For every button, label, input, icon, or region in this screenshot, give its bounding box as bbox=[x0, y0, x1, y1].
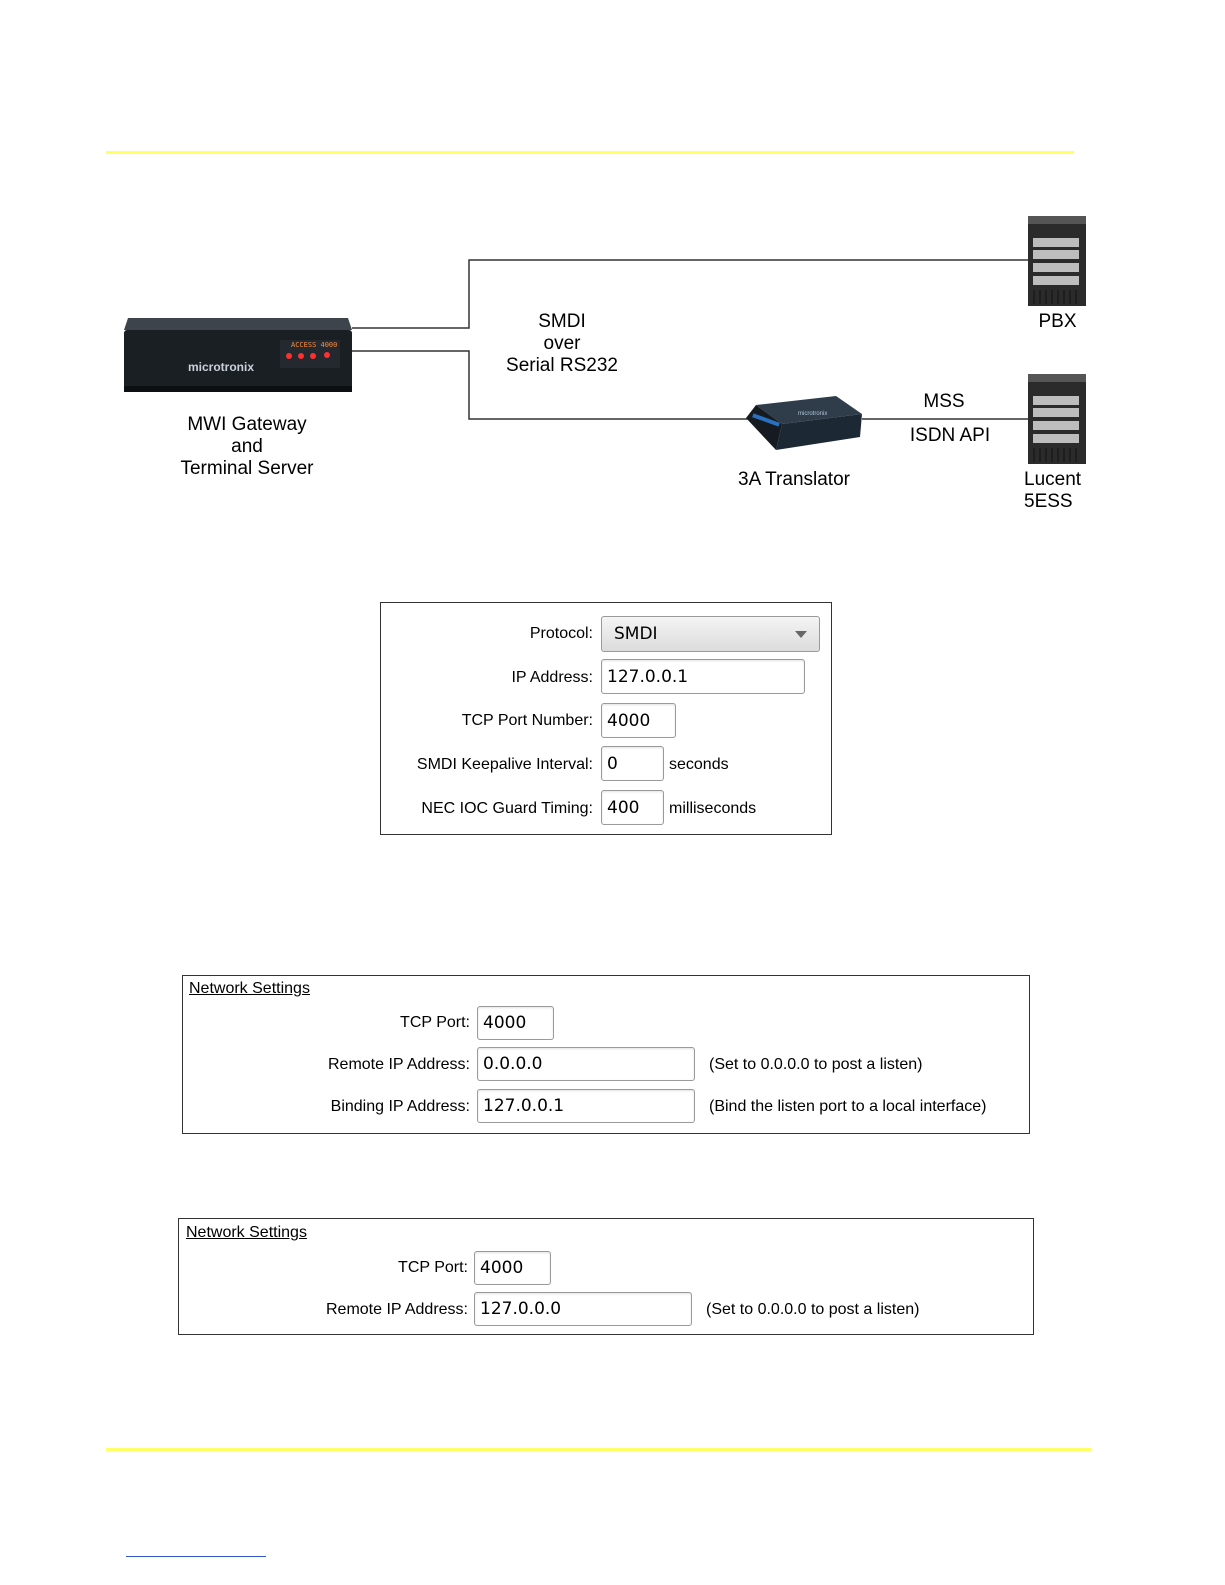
gateway-device-icon: ACCESS 4000 microtronix bbox=[124, 318, 352, 392]
chevron-down-icon bbox=[795, 631, 807, 638]
gateway-label-line: and bbox=[231, 436, 263, 457]
keepalive-label: SMDI Keepalive Interval: bbox=[416, 756, 593, 773]
gateway-label: MWI Gateway and Terminal Server bbox=[167, 414, 327, 480]
switch-label-line: 5ESS bbox=[1024, 491, 1073, 512]
remote-ip-hint: (Set to 0.0.0.0 to post a listen) bbox=[709, 1056, 923, 1073]
gateway-label-line: Terminal Server bbox=[180, 458, 314, 479]
link-label-line: SMDI bbox=[538, 311, 586, 332]
keepalive-unit: seconds bbox=[669, 756, 729, 773]
network-settings-panel-connect: Network Settings TCP Port: Remote IP Add… bbox=[178, 1218, 1034, 1335]
keepalive-input[interactable] bbox=[601, 746, 664, 781]
section-title: Network Settings bbox=[186, 1224, 307, 1241]
smdi-settings-panel: Protocol: SMDI IP Address: TCP Port Numb… bbox=[380, 602, 832, 835]
translator-link-line bbox=[352, 350, 752, 420]
guard-timing-label: NEC IOC Guard Timing: bbox=[421, 800, 593, 817]
tcp-port-label: TCP Port Number: bbox=[461, 712, 593, 729]
mss-label: MSS bbox=[923, 391, 965, 412]
tcp-port-input[interactable] bbox=[474, 1251, 551, 1285]
remote-ip-hint: (Set to 0.0.0.0 to post a listen) bbox=[706, 1301, 920, 1318]
network-settings-panel-listen: Network Settings TCP Port: Remote IP Add… bbox=[182, 975, 1030, 1134]
gateway-brand-text: microtronix bbox=[188, 360, 254, 374]
translator-device-icon: microtronix bbox=[746, 396, 862, 450]
tcp-port-input[interactable] bbox=[601, 703, 676, 738]
remote-ip-input[interactable] bbox=[474, 1292, 692, 1326]
pbx-server-icon bbox=[1028, 216, 1086, 306]
protocol-label: Protocol: bbox=[529, 625, 593, 642]
link-label: SMDI over Serial RS232 bbox=[492, 311, 632, 377]
binding-ip-label: Binding IP Address: bbox=[330, 1098, 470, 1115]
translator-label: 3A Translator bbox=[738, 469, 850, 490]
ip-address-label: IP Address: bbox=[511, 669, 593, 686]
footer-link-underline bbox=[126, 1556, 266, 1557]
pbx-label: PBX bbox=[1038, 311, 1077, 332]
switch-server-icon bbox=[1028, 374, 1086, 464]
protocol-select[interactable]: SMDI bbox=[601, 616, 820, 652]
binding-ip-input[interactable] bbox=[477, 1089, 695, 1123]
gateway-label-line: MWI Gateway bbox=[187, 414, 307, 435]
header-rule bbox=[106, 151, 1074, 154]
link-label-line: over bbox=[543, 333, 581, 354]
binding-ip-hint: (Bind the listen port to a local interfa… bbox=[709, 1098, 987, 1115]
tcp-port-label: TCP Port: bbox=[400, 1014, 470, 1031]
pbx-link-line bbox=[352, 259, 1028, 329]
remote-ip-label: Remote IP Address: bbox=[328, 1056, 470, 1073]
gateway-display-text: ACCESS 4000 bbox=[291, 341, 337, 349]
switch-label-line: Lucent bbox=[1024, 469, 1082, 490]
section-title: Network Settings bbox=[189, 980, 310, 997]
tcp-port-label: TCP Port: bbox=[398, 1259, 468, 1276]
network-diagram: ACCESS 4000 microtronix microtronix bbox=[124, 216, 1086, 464]
guard-timing-unit: milliseconds bbox=[669, 800, 757, 817]
ip-address-input[interactable] bbox=[601, 659, 805, 694]
protocol-select-value: SMDI bbox=[614, 624, 658, 644]
guard-timing-input[interactable] bbox=[601, 790, 664, 825]
footer-rule bbox=[106, 1448, 1092, 1451]
isdn-label: ISDN API bbox=[909, 425, 991, 446]
tcp-port-input[interactable] bbox=[477, 1006, 554, 1040]
link-label-line: Serial RS232 bbox=[506, 355, 618, 376]
remote-ip-input[interactable] bbox=[477, 1047, 695, 1081]
translator-brand-text: microtronix bbox=[798, 411, 827, 417]
remote-ip-label: Remote IP Address: bbox=[326, 1301, 468, 1318]
switch-label: Lucent 5ESS bbox=[1024, 469, 1090, 513]
